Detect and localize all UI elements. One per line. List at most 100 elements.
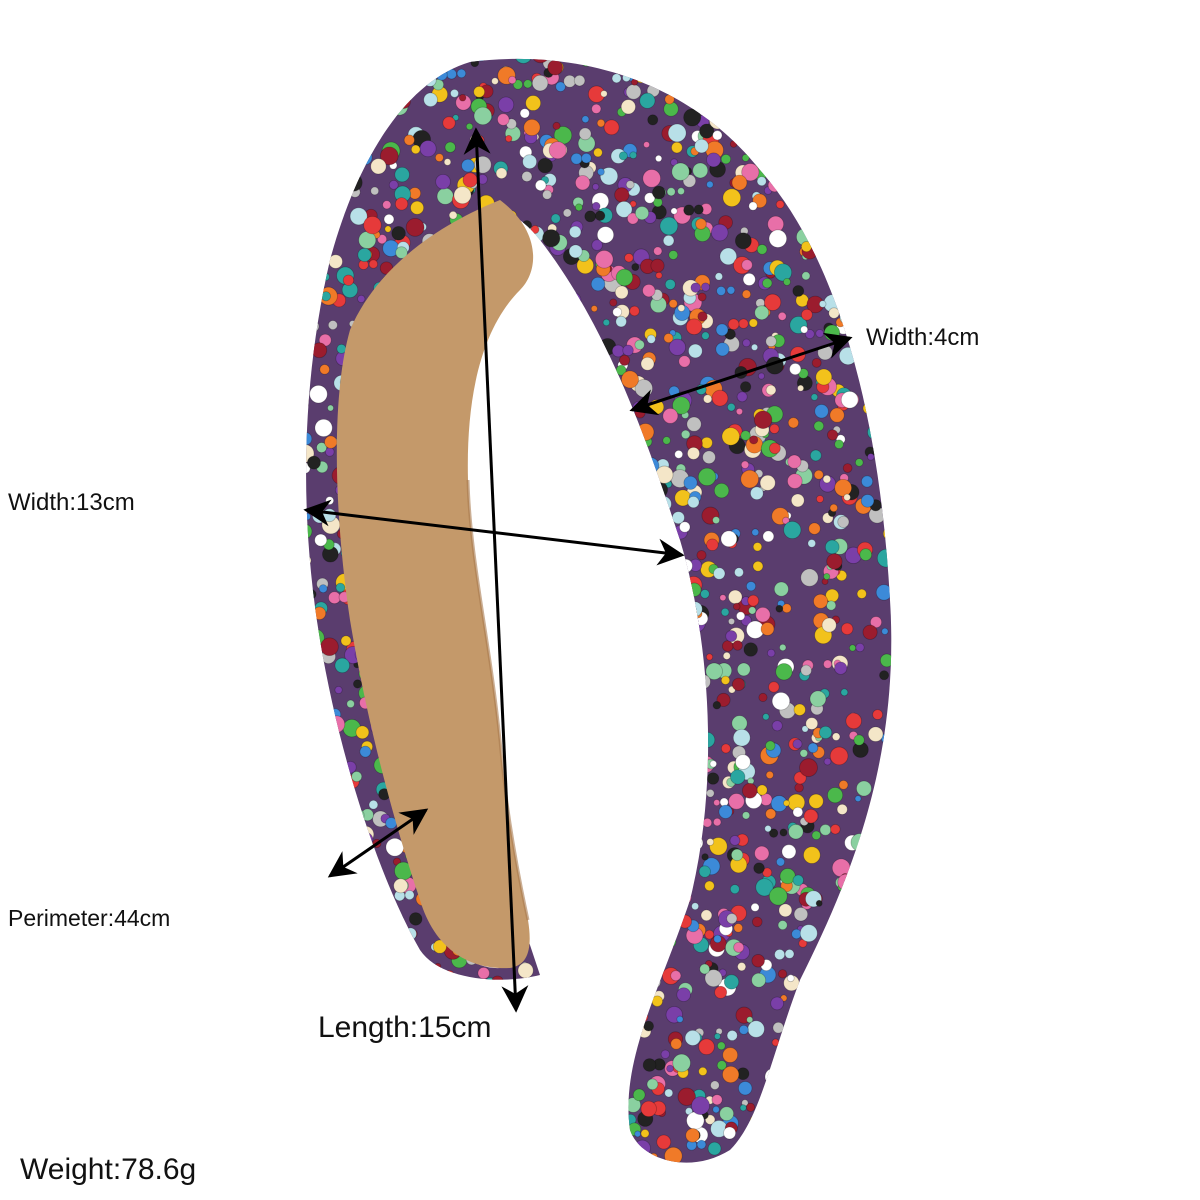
bead [615,315,627,328]
bead [620,99,636,115]
bead [862,624,878,640]
bead [787,1062,803,1079]
bead [749,435,759,445]
bead [825,974,837,987]
bead [686,416,702,432]
bead [528,838,539,849]
bead [314,177,329,192]
bead [809,82,826,98]
bead [871,1017,889,1035]
bead [536,1119,548,1131]
bead [636,1010,649,1023]
bead [459,1043,477,1061]
bead [358,1138,373,1154]
bead [306,1048,314,1057]
bead [676,1015,684,1023]
bead [744,64,756,76]
bead [877,1119,892,1137]
bead [306,1141,319,1158]
bead [752,560,764,572]
bead [593,650,601,658]
bead [470,1141,486,1157]
bead [619,791,634,806]
bead [404,978,423,996]
bead [337,1080,345,1089]
bead [522,376,541,395]
bead [448,210,458,220]
bead [523,118,541,137]
bead [321,747,336,761]
bead [410,200,425,215]
bead [897,1106,909,1118]
bead [288,1039,298,1049]
bead [847,988,859,1000]
bead [693,677,704,687]
bead [794,783,804,793]
bead [318,584,328,594]
bead [859,955,877,972]
bead [319,364,330,375]
bead [868,1169,885,1186]
bead [394,166,410,183]
bead [327,320,338,331]
bead [899,1033,910,1044]
bead [527,51,534,58]
bead [712,1105,720,1114]
bead [330,953,339,963]
bead [876,460,888,472]
bead [548,438,557,447]
bead [527,438,539,450]
bead [683,744,695,757]
bead [620,1161,636,1163]
bead [698,1066,708,1076]
bead [449,1043,468,1062]
bead [731,174,748,191]
bead [834,478,853,497]
bead [797,384,805,392]
bead [332,169,342,179]
bead [800,308,813,321]
bead [636,423,655,441]
bead [549,1098,563,1112]
bead [306,523,313,540]
bead [612,307,623,317]
bead [827,787,844,804]
bead [592,1015,610,1033]
bead [310,69,319,77]
bead [588,773,605,789]
bead [462,172,478,188]
bead [507,567,518,577]
bead [860,1013,868,1022]
bead [561,667,569,675]
bead [781,844,797,860]
bead [542,865,554,878]
bead [308,970,316,979]
bead [550,955,558,963]
bead [293,78,304,89]
bead [813,469,824,480]
bead [325,110,337,122]
bead [293,937,301,945]
bead [359,1066,374,1080]
bead [714,59,730,75]
bead [531,508,540,517]
bead [861,475,874,488]
bead [656,729,673,746]
bead [332,1133,342,1144]
bead [688,827,700,839]
bead [356,1055,364,1063]
bead [599,1161,617,1163]
bead [391,1047,401,1057]
bead [659,216,679,236]
bead [552,297,571,315]
bead [886,865,892,875]
bead [562,856,581,875]
bead [306,1090,314,1102]
bead [657,703,668,714]
bead [334,685,343,695]
bead [527,707,536,717]
bead [562,208,572,218]
bead [654,781,665,792]
bead [841,217,855,232]
